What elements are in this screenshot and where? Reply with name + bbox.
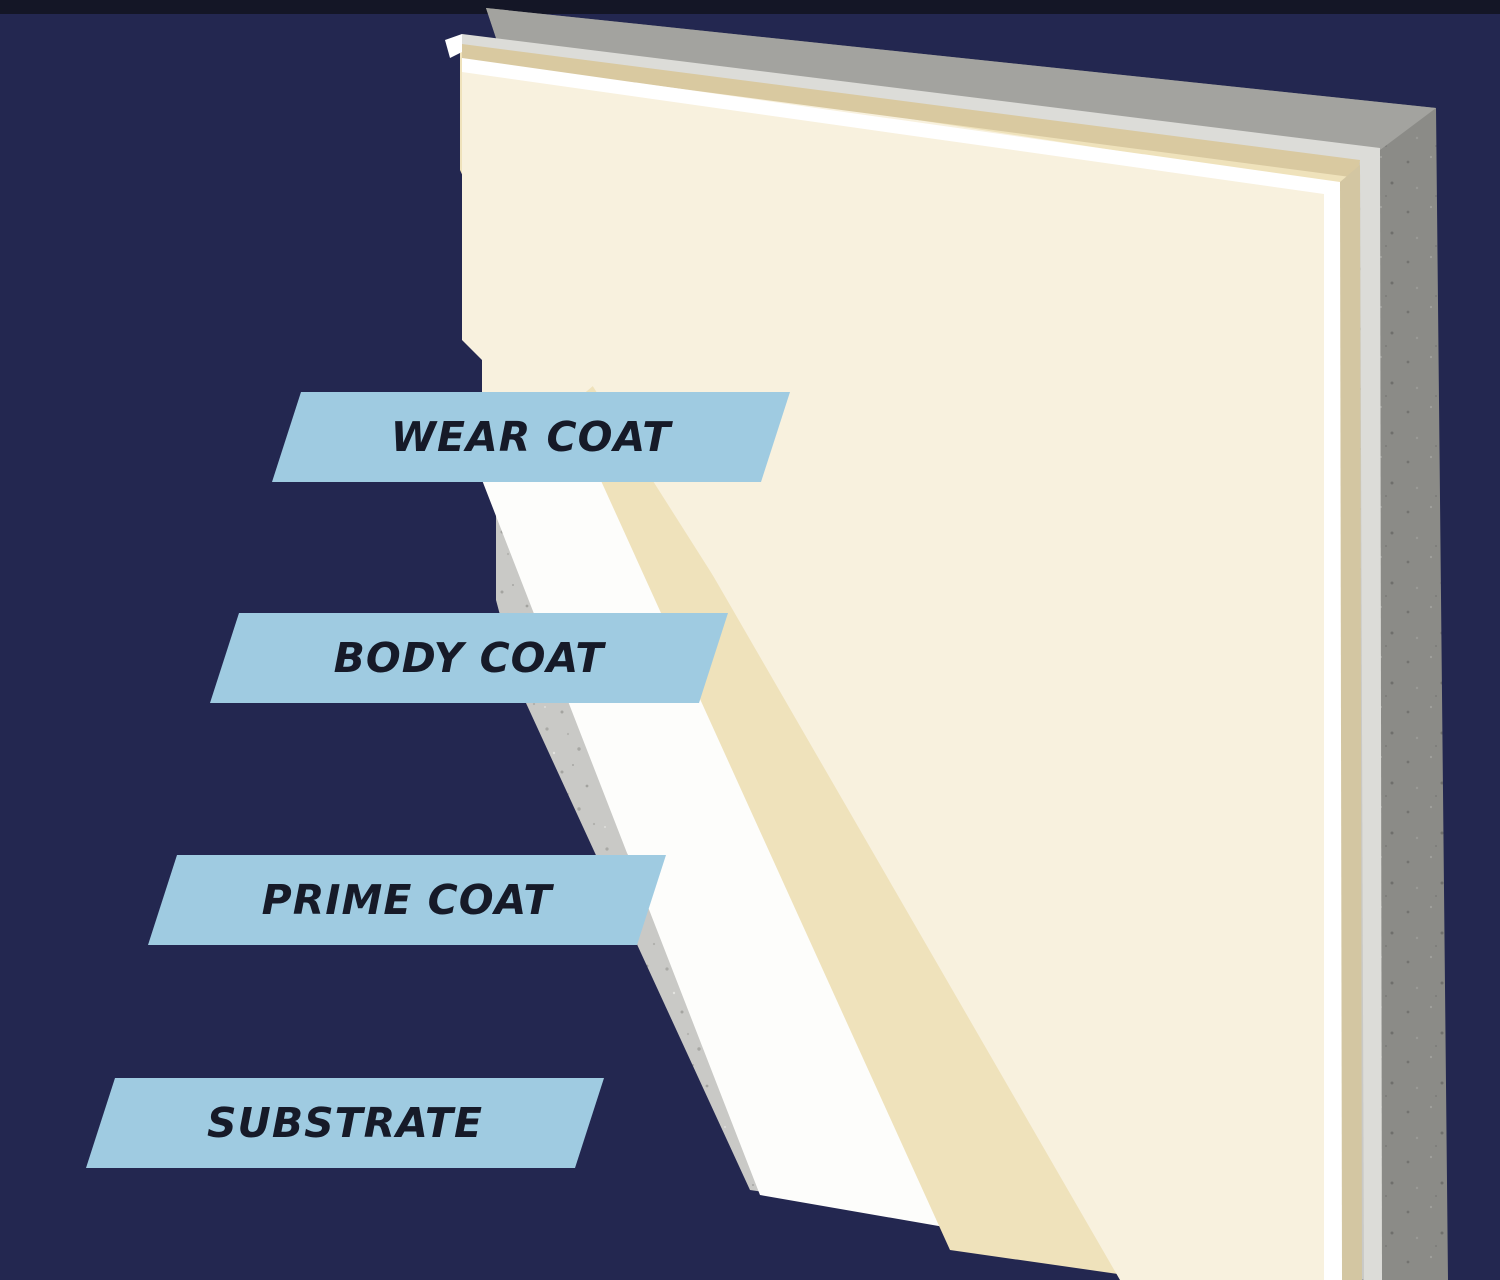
edge-prime-strip bbox=[445, 34, 462, 58]
right-white-strip bbox=[1324, 182, 1342, 1280]
wear-coat-face bbox=[462, 52, 1338, 1280]
edge-body-strip bbox=[462, 44, 1360, 178]
wear-coat-label-text: WEAR COAT bbox=[390, 413, 672, 461]
body-coat-label: BODY COAT bbox=[210, 613, 728, 703]
top-bar bbox=[0, 0, 1500, 14]
prime-coat-label: PRIME COAT bbox=[148, 855, 666, 945]
wear-coat-label: WEAR COAT bbox=[272, 392, 790, 482]
edge-white-strip bbox=[462, 58, 1340, 196]
substrate-label: SUBSTRATE bbox=[86, 1078, 604, 1168]
body-coat-label-text: BODY COAT bbox=[333, 634, 605, 682]
substrate-label-text: SUBSTRATE bbox=[207, 1099, 483, 1147]
prime-coat-label-text: PRIME COAT bbox=[261, 876, 553, 924]
edge-substrate-strip bbox=[462, 34, 1380, 165]
substrate-top-face bbox=[486, 8, 1436, 150]
right-substrate-strip bbox=[1360, 150, 1382, 1280]
right-body-strip bbox=[1340, 165, 1362, 1280]
